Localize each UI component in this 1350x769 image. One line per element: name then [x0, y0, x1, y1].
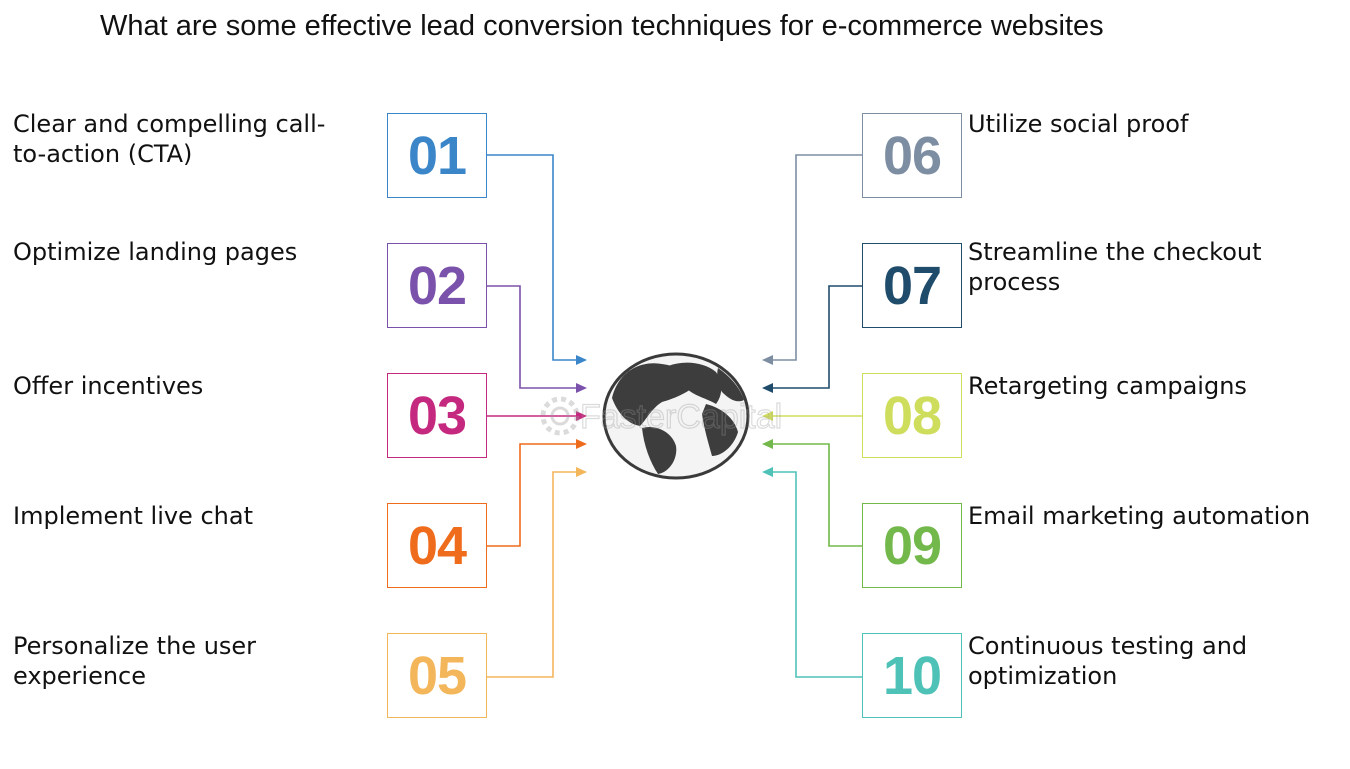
arrowhead-09 — [762, 439, 773, 449]
connector-01 — [487, 154, 585, 361]
arrowhead-01 — [576, 355, 587, 365]
label-02: Optimize landing pages — [13, 238, 298, 266]
number-06: 06 — [882, 125, 942, 186]
label-10: Continuous testing and optimization — [968, 632, 1248, 690]
arrowhead-02 — [576, 383, 587, 393]
connector-02 — [487, 285, 585, 389]
number-08: 08 — [882, 385, 942, 446]
connector-09 — [764, 443, 862, 547]
number-box-07: 07 — [862, 243, 962, 328]
number-03: 03 — [407, 385, 467, 446]
arrowhead-08 — [762, 411, 773, 421]
label-06: Utilize social proof — [968, 110, 1189, 138]
arrowhead-07 — [762, 383, 773, 393]
number-07: 07 — [882, 255, 942, 316]
arrowhead-04 — [576, 439, 587, 449]
number-04: 04 — [407, 515, 467, 576]
number-box-06: 06 — [862, 113, 962, 198]
number-10: 10 — [882, 645, 942, 706]
arrowhead-05 — [576, 467, 587, 477]
number-box-08: 08 — [862, 373, 962, 458]
label-09: Email marketing automation — [968, 502, 1311, 530]
number-box-05: 05 — [387, 633, 487, 718]
number-05: 05 — [407, 645, 467, 706]
arrowhead-03 — [576, 411, 587, 421]
number-box-09: 09 — [862, 503, 962, 588]
connector-06 — [764, 154, 862, 361]
label-07: Streamline the checkout process — [968, 238, 1262, 296]
number-box-04: 04 — [387, 503, 487, 588]
number-09: 09 — [882, 515, 942, 576]
arrowhead-10 — [762, 467, 773, 477]
arrowhead-06 — [762, 355, 773, 365]
number-box-03: 03 — [387, 373, 487, 458]
diagram-title: What are some effective lead conversion … — [100, 10, 1104, 42]
connector-05 — [487, 471, 585, 678]
label-08: Retargeting campaigns — [968, 372, 1247, 400]
number-box-10: 10 — [862, 633, 962, 718]
number-box-01: 01 — [387, 113, 487, 198]
connector-10 — [764, 471, 862, 678]
number-01: 01 — [407, 125, 467, 186]
number-box-02: 02 — [387, 243, 487, 328]
number-02: 02 — [407, 255, 467, 316]
connector-07 — [764, 285, 862, 389]
label-05: Personalize the user experience — [13, 632, 257, 690]
connector-04 — [487, 443, 585, 547]
label-01: Clear and compelling call-to-action (CTA… — [13, 110, 326, 168]
label-03: Offer incentives — [13, 372, 204, 400]
label-04: Implement live chat — [13, 502, 253, 530]
